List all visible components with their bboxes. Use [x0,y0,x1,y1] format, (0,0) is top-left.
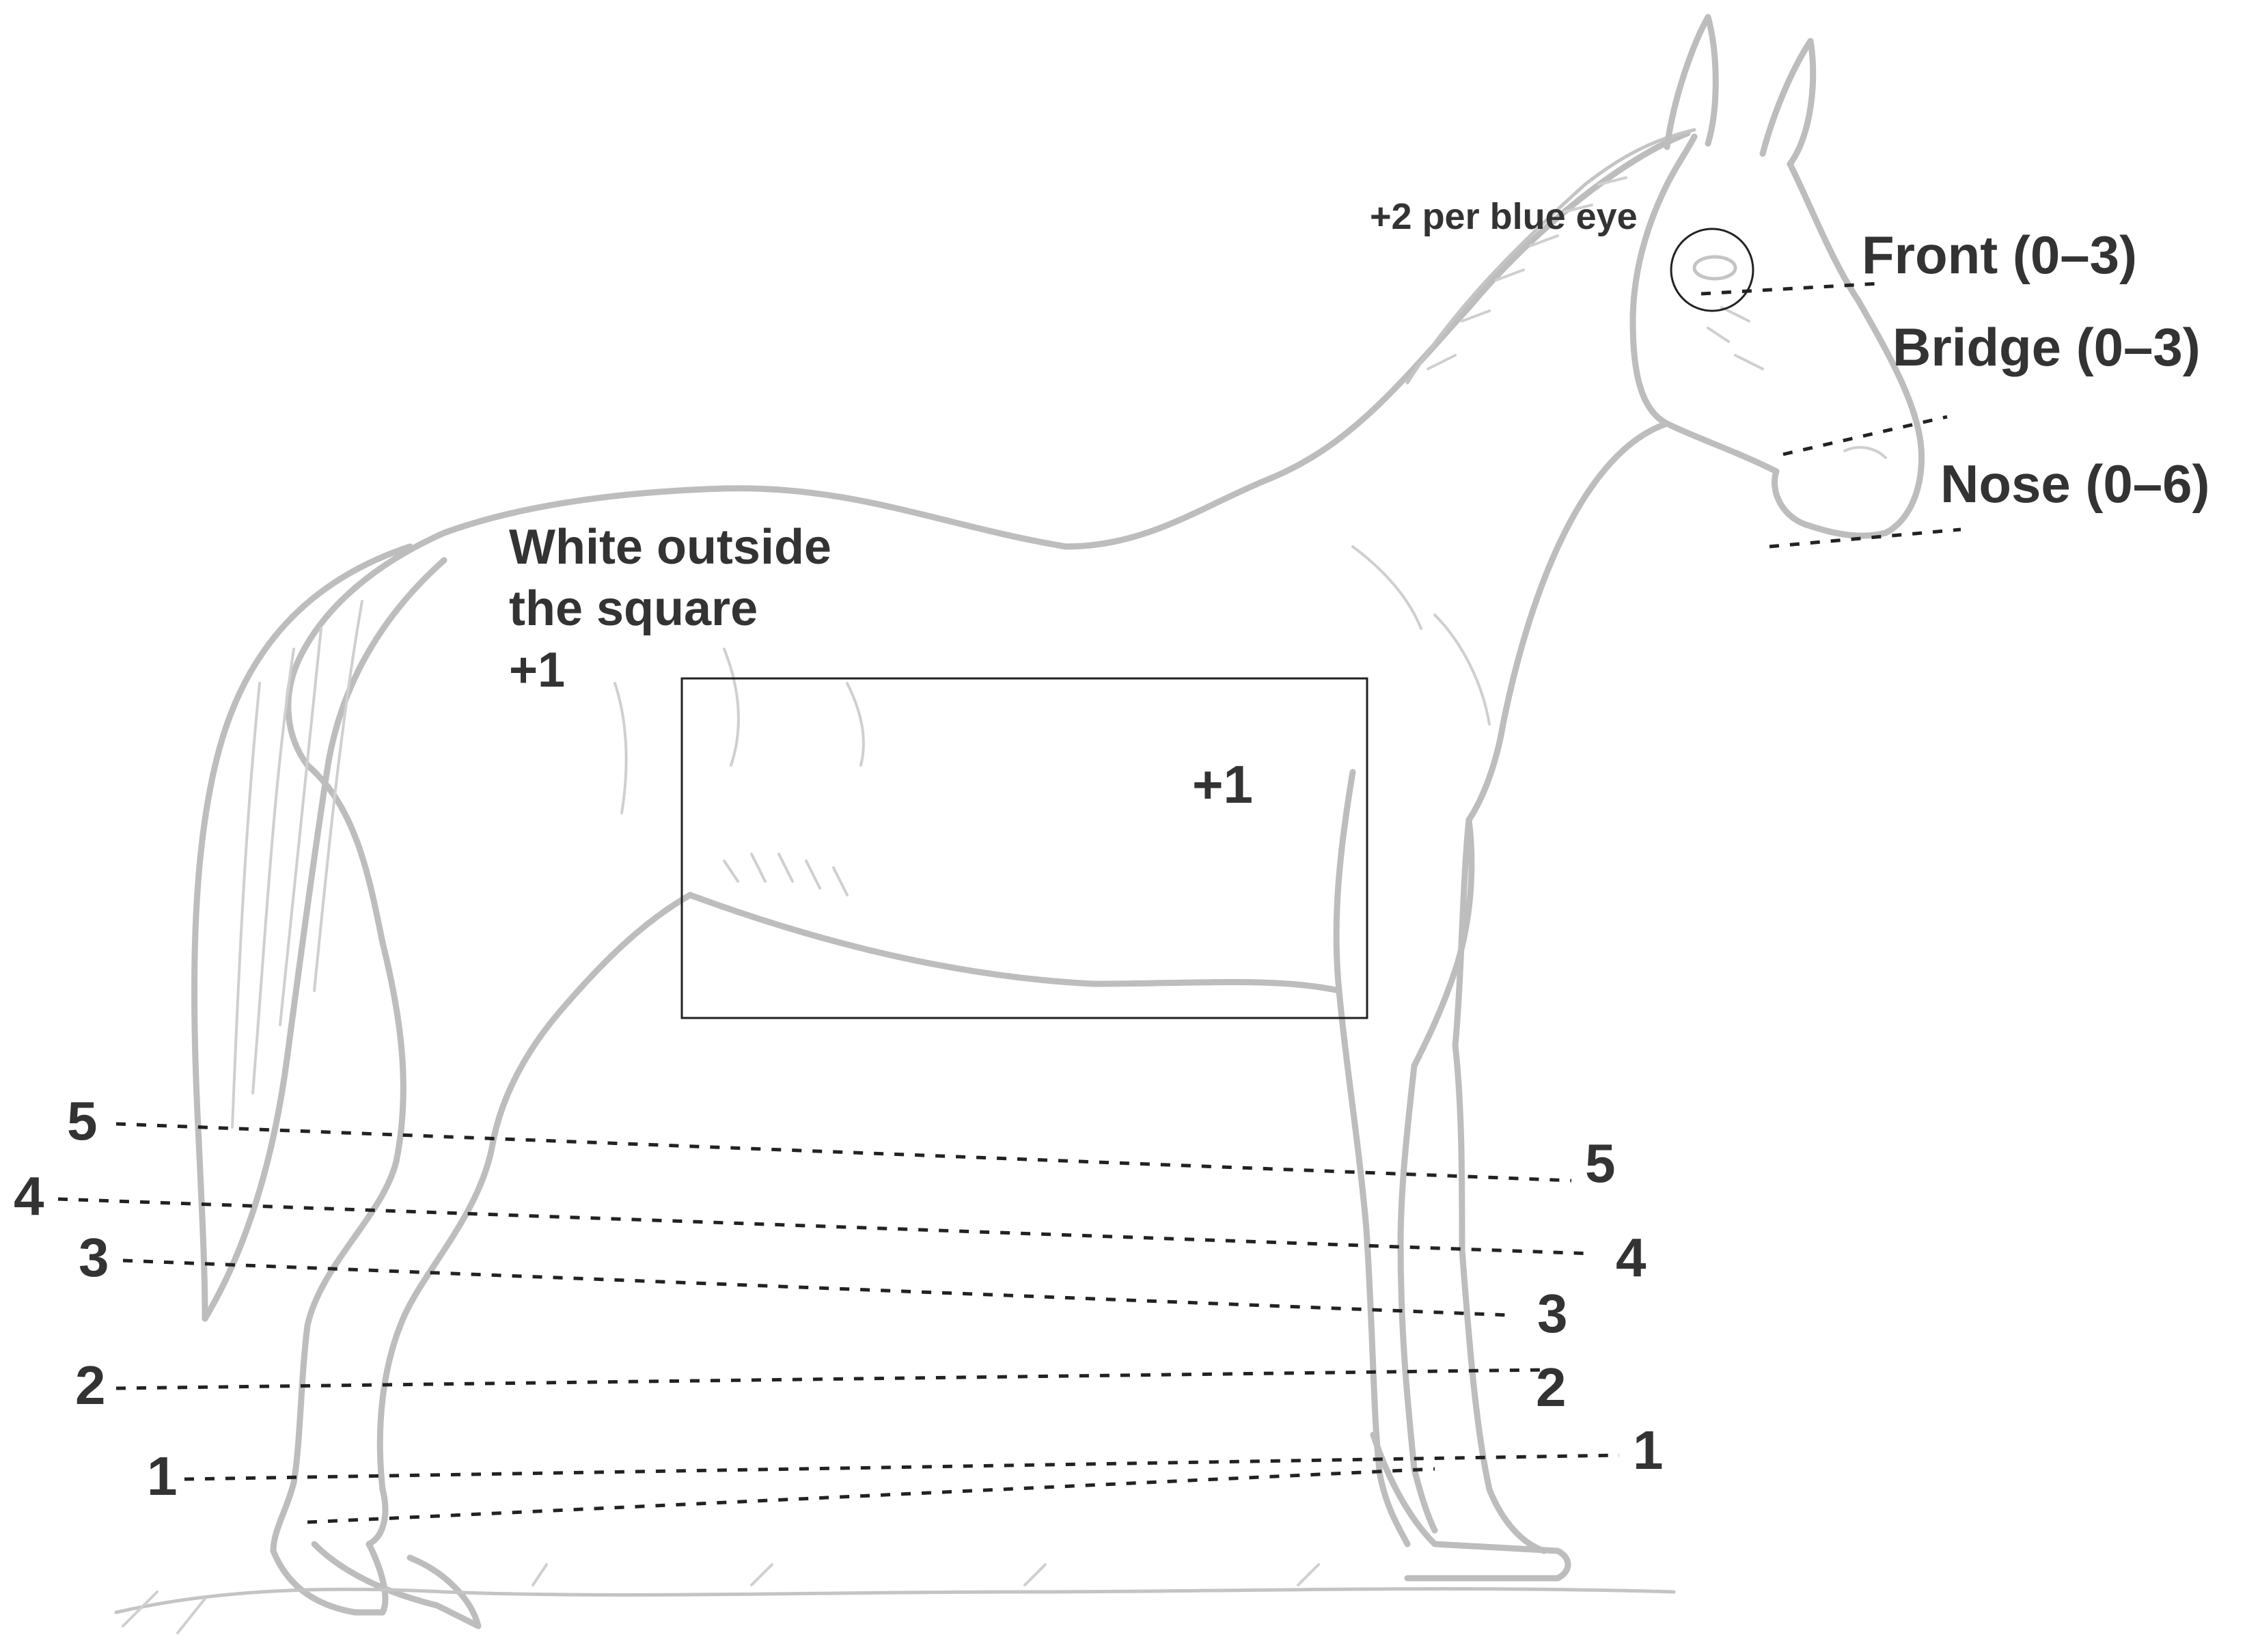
nose-label: Nose (0–6) [1940,454,2210,514]
outside-square-label-line2: the square [509,581,758,636]
outside-square-label-line1: White outside [509,520,831,575]
left-level-4: 4 [14,1166,44,1226]
leg-level-line-2 [116,1370,1544,1388]
right-level-3: 3 [1537,1283,1568,1344]
body-square [682,678,1367,1018]
hoof-level-line [307,1469,1435,1522]
right-level-5: 5 [1585,1133,1616,1194]
left-level-5: 5 [67,1090,98,1151]
right-level-1: 1 [1633,1420,1664,1481]
bridge-label: Bridge (0–3) [1892,317,2201,377]
right-level-2: 2 [1536,1357,1567,1418]
left-level-3: 3 [79,1227,109,1288]
leg-level-line-3 [123,1261,1510,1315]
front-label: Front (0–3) [1862,225,2137,285]
eye-circle-marker [1671,229,1753,311]
outside-square-value: +1 [509,643,565,698]
right-level-4: 4 [1616,1227,1647,1288]
inside-square-value: +1 [1192,754,1253,814]
blue-eye-label: +2 per blue eye [1370,196,1638,237]
horse-illustration [116,17,1922,1633]
leg-level-line-1 [184,1455,1619,1479]
horse-eye-icon [1694,257,1735,279]
left-level-1: 1 [147,1446,178,1506]
left-level-2: 2 [75,1355,106,1416]
